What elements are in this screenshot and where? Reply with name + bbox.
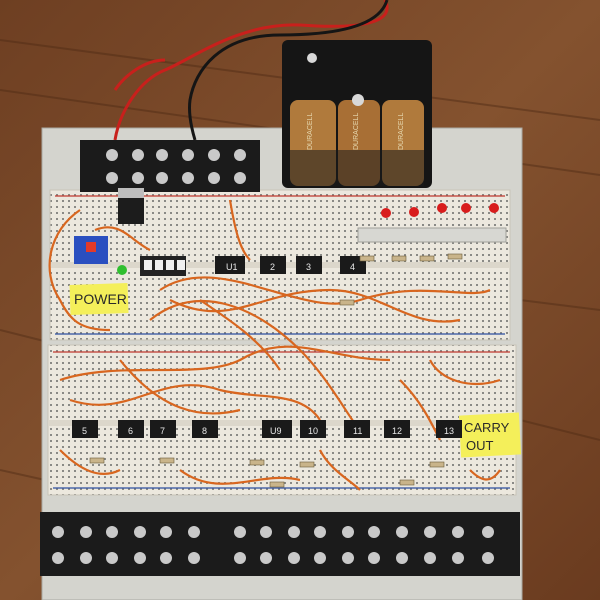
chip-u1: U1 [215,256,245,274]
chip-8: 8 [192,420,218,438]
power-label-text: POWER [74,291,127,307]
output-leds [381,203,499,218]
svg-text:4: 4 [350,262,355,272]
power-rails [53,195,510,489]
battery-pack: DURACELL DURACELL DURACELL [282,40,432,188]
jumper-wires [48,199,501,491]
chip-u9: U9 [262,420,292,438]
bottom-terminal-strip [40,512,520,576]
svg-text:6: 6 [128,426,133,436]
battery-holder-screw [307,53,317,63]
svg-text:11: 11 [353,426,362,436]
resistor-network [357,227,507,243]
svg-text:5: 5 [82,426,87,436]
svg-text:2: 2 [270,262,275,272]
chip-2: 2 [260,256,286,274]
chips: U1 2 3 4 5 6 7 8 U9 10 11 12 13 [72,256,462,438]
top-terminal-block [80,140,260,192]
chip-10: 10 [300,420,326,438]
battery-holder-screw [352,94,364,106]
dip-switch[interactable] [140,256,186,276]
battery-brand-label: DURACELL [353,113,360,150]
chip-3: 3 [296,256,322,274]
battery-leads [113,0,389,141]
svg-text:7: 7 [160,426,165,436]
battery-brand-label: DURACELL [398,113,405,150]
svg-text:8: 8 [202,426,207,436]
chip-13: 13 [436,420,462,438]
chip-7: 7 [150,420,176,438]
power-label-note: POWER [69,282,129,316]
chip-4: 4 [340,256,366,274]
chip-5: 5 [72,420,98,438]
resistors [89,253,463,488]
power-switch[interactable] [74,236,108,264]
carry-out-label-note: CARRY OUT [458,412,522,458]
chip-12: 12 [384,420,410,438]
carry-out-label-text-line2: OUT [466,438,494,453]
chip-11: 11 [344,420,370,438]
svg-text:3: 3 [306,262,311,272]
svg-text:12: 12 [392,426,402,436]
chip-6: 6 [118,420,144,438]
svg-text:10: 10 [308,426,318,436]
svg-text:13: 13 [444,426,454,436]
svg-text:U9: U9 [270,426,282,436]
carry-out-label-text-line1: CARRY [464,420,510,435]
power-led [117,265,127,275]
voltage-regulator [118,188,144,224]
svg-text:U1: U1 [226,262,238,272]
battery-brand-label: DURACELL [307,113,314,150]
